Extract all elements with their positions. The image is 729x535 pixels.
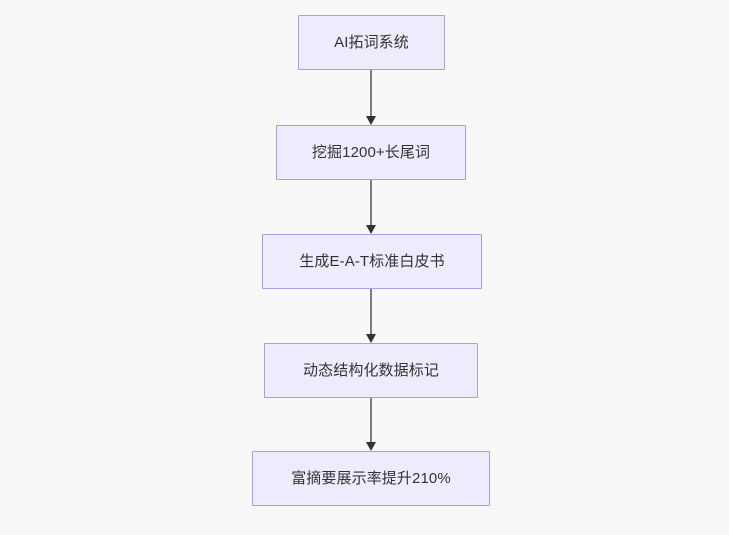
flow-node-1[interactable]: AI拓词系统 xyxy=(298,15,445,70)
edge-line xyxy=(370,70,372,117)
flow-edge-n1-n2 xyxy=(363,70,379,125)
flow-node-label: 动态结构化数据标记 xyxy=(303,361,439,379)
edge-line xyxy=(370,288,372,335)
edge-line xyxy=(370,397,372,443)
flow-edge-n2-n3 xyxy=(363,180,379,234)
flow-node-3[interactable]: 生成E-A-T标准白皮书 xyxy=(262,234,482,289)
edge-line xyxy=(370,180,372,226)
flow-edge-n4-n5 xyxy=(363,397,379,451)
arrowhead-icon xyxy=(366,225,376,234)
flow-node-label: 富摘要展示率提升210% xyxy=(291,469,451,487)
flow-node-4[interactable]: 动态结构化数据标记 xyxy=(264,343,478,398)
arrowhead-icon xyxy=(366,116,376,125)
arrowhead-icon xyxy=(366,334,376,343)
flow-node-label: AI拓词系统 xyxy=(334,33,409,51)
flow-node-label: 挖掘1200+长尾词 xyxy=(311,143,431,161)
flow-node-label: 生成E-A-T标准白皮书 xyxy=(299,252,445,270)
flow-node-5[interactable]: 富摘要展示率提升210% xyxy=(252,451,490,506)
arrowhead-icon xyxy=(366,442,376,451)
flow-node-2[interactable]: 挖掘1200+长尾词 xyxy=(276,125,466,180)
flow-edge-n3-n4 xyxy=(363,288,379,343)
